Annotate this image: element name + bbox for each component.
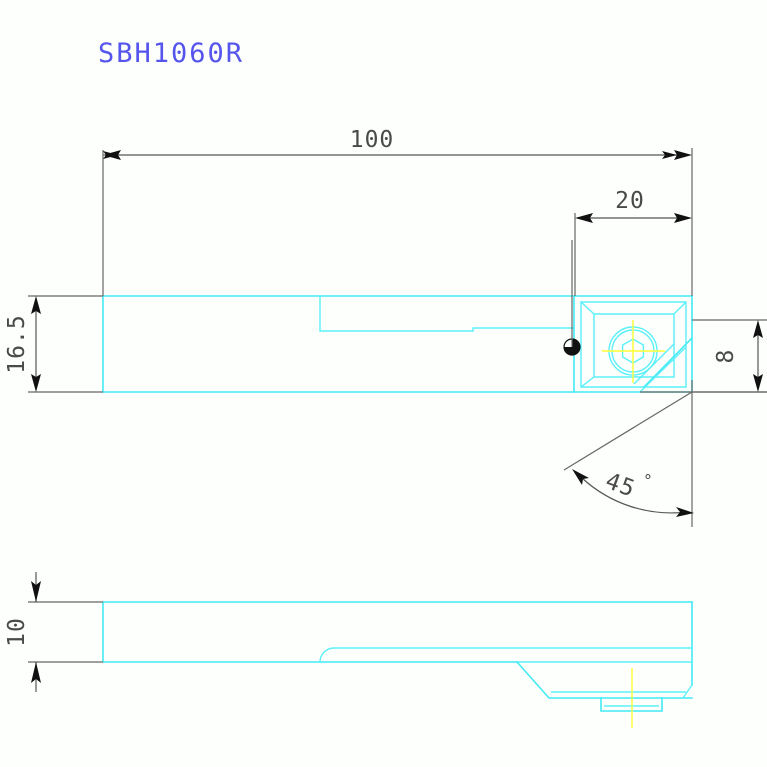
arrow-16-5-top: [31, 296, 41, 314]
arrow-20-right: [674, 213, 692, 223]
angle-ext-line-diagonal: [563, 391, 693, 471]
arrow-angle-start: [572, 469, 589, 485]
side-relief-slot: [319, 647, 473, 663]
dimension-head-offset: 8: [692, 319, 767, 393]
dim-text-10: 10: [4, 617, 30, 647]
head-pocket-chamfer-bl: [580, 376, 595, 388]
arrow-angle-end: [676, 507, 694, 517]
side-shank-outline: [102, 601, 693, 663]
datum-point-marker: [563, 338, 581, 356]
arrow-100-left: [103, 150, 121, 160]
dim-text-16-5: 16.5: [4, 314, 30, 373]
part-number-title: SBH1060R: [98, 38, 244, 69]
side-head-bottom-chamfer: [682, 684, 693, 699]
top-view: [102, 240, 694, 393]
shank-outline: [102, 295, 575, 393]
arrow-100-right: [674, 150, 692, 160]
dimension-chamfer-angle: 45 °: [563, 380, 767, 527]
dim-text-100: 100: [350, 127, 395, 153]
head-pocket-chamfer-tl: [580, 301, 595, 315]
dimension-head-length: 20: [574, 188, 692, 296]
dimension-shank-height: 16.5: [4, 295, 103, 393]
arrow-8-bottom: [753, 374, 763, 392]
head-corner-chamfer-outer: [642, 336, 694, 389]
side-head-trapezoid: [515, 660, 693, 699]
head-corner-chamfer-inner: [639, 346, 687, 393]
arrow-10-top: [31, 581, 41, 602]
head-inner-pocket: [580, 301, 687, 388]
dim-text-degree-symbol: °: [643, 471, 653, 490]
shank-relief-step: [319, 296, 574, 332]
arrow-10-bottom: [31, 662, 41, 683]
dim-text-45: 45: [602, 468, 639, 503]
arrow-20-left: [575, 213, 593, 223]
arrow-8-top: [753, 320, 763, 338]
dimension-overall-length: 100: [102, 127, 693, 296]
dimension-side-thickness: 10: [4, 572, 103, 692]
angle-arc: [581, 477, 688, 514]
head-pocket-chamfer-tr: [673, 301, 687, 315]
dim-text-20: 20: [615, 188, 645, 214]
arrow-16-5-bottom: [31, 374, 41, 392]
head-pocket-inner-rect: [593, 313, 675, 378]
dim-text-8: 8: [713, 349, 739, 364]
side-view: [102, 601, 693, 728]
